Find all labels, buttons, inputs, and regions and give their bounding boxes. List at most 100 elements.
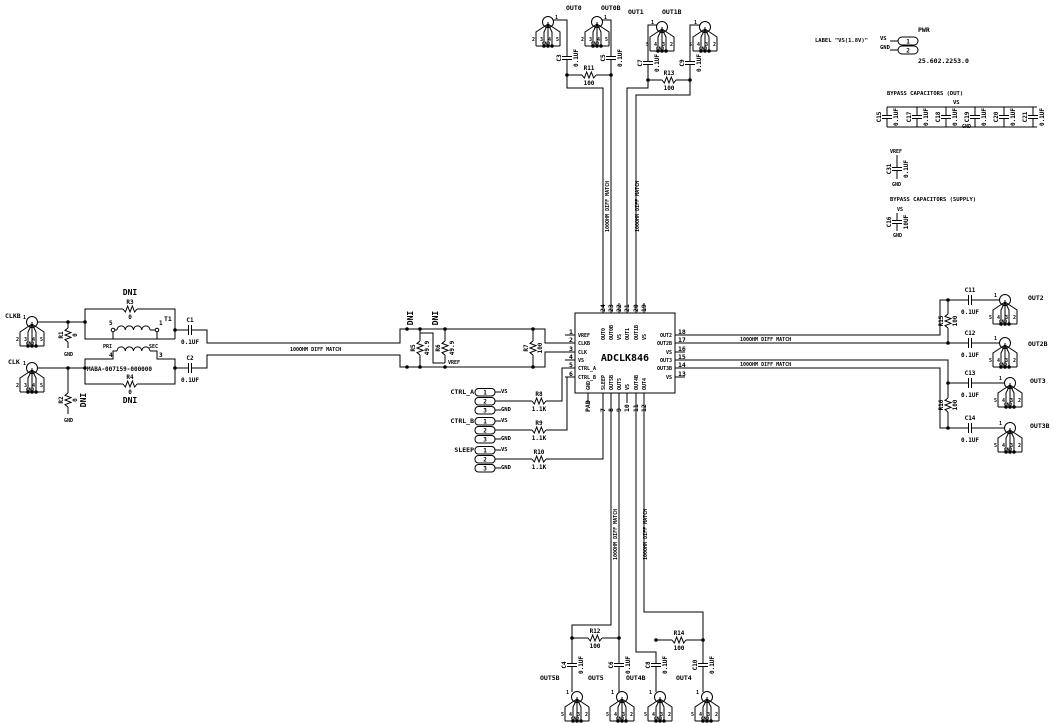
connector-leg bbox=[1004, 301, 1018, 324]
net-label-vs: VS bbox=[501, 418, 508, 424]
junction-dot bbox=[405, 327, 409, 331]
cap-value: 0.1UF bbox=[696, 54, 703, 72]
connector-leg bbox=[547, 23, 553, 46]
connector-gnd-label: GND bbox=[542, 41, 550, 47]
resistor-ref: R7 bbox=[523, 344, 530, 352]
junction-dot bbox=[542, 44, 546, 48]
ic-pin-label: VS bbox=[666, 350, 672, 356]
connector-pin-number: 4 bbox=[699, 712, 702, 718]
capacitor-c1: C10.1UF bbox=[181, 317, 199, 346]
connector-pin-number: 4 bbox=[654, 42, 657, 48]
resistor-value: 100 bbox=[537, 342, 544, 353]
connector-pin-number: 1 bbox=[649, 690, 652, 696]
connector-leg bbox=[572, 698, 578, 721]
connector-pin-number: 4 bbox=[548, 37, 551, 43]
jumper-pin-number: 2 bbox=[483, 399, 487, 406]
ic-pin-label: OUT2B bbox=[657, 341, 672, 347]
junction-dot bbox=[1003, 365, 1007, 369]
connector-label: OUT2 bbox=[1028, 294, 1044, 302]
cap-ref: C2 bbox=[186, 355, 194, 362]
connector-pin-number: 1 bbox=[611, 690, 614, 696]
ic-pin-number: 3 bbox=[569, 345, 573, 353]
transformer-primary-coil bbox=[116, 325, 151, 331]
junction-dot bbox=[1012, 405, 1016, 409]
ic-pin-number: 19 bbox=[640, 304, 648, 312]
connector-leg bbox=[576, 698, 590, 721]
connector-pin-number: 1 bbox=[694, 20, 697, 26]
connector-pin-number: 2 bbox=[532, 37, 535, 43]
wire bbox=[546, 403, 604, 460]
resistor-ref: R13 bbox=[664, 70, 675, 77]
resistor-zigzag bbox=[122, 379, 138, 389]
ic-pin-label: OUT1 bbox=[625, 328, 631, 340]
jumper-pin-number: 1 bbox=[483, 390, 487, 397]
ic-pin-label: CLKB bbox=[578, 341, 590, 347]
connector-label: OUT1 bbox=[628, 8, 644, 16]
jumper-label: CTRL_A bbox=[451, 388, 475, 396]
ic-pin-label: VS bbox=[578, 358, 584, 364]
transformer-ref: T1 bbox=[164, 315, 172, 323]
connector-leg bbox=[1009, 429, 1015, 452]
ic-pin-label: OUT5 bbox=[617, 378, 623, 390]
connector-pin-number: 2 bbox=[16, 337, 19, 343]
power-net-label: VS bbox=[880, 36, 887, 42]
connector-pin-number: 1 bbox=[696, 690, 699, 696]
resistor-ref: R14 bbox=[674, 630, 685, 637]
ic-pin-label: SLEEP bbox=[601, 375, 607, 390]
cap-value: 0.1UF bbox=[709, 656, 716, 674]
dni-note: DNI bbox=[123, 288, 138, 297]
ic-pin-label: OUT1B bbox=[634, 325, 640, 340]
junction-dot bbox=[658, 719, 662, 723]
connector-leg bbox=[1009, 384, 1015, 407]
wire bbox=[685, 367, 964, 429]
connector-gnd-label: GND bbox=[591, 41, 599, 47]
connector-pin-number: 5 bbox=[605, 37, 608, 43]
diff-match-label: 100OHM DIFF MATCH bbox=[290, 347, 341, 353]
connector-leg bbox=[27, 369, 33, 392]
junction-dot bbox=[709, 719, 713, 723]
connector-pin-number: 1 bbox=[999, 376, 1002, 382]
ic-pin-number: 13 bbox=[678, 370, 686, 378]
connector-gnd-label: GND bbox=[26, 341, 34, 347]
cap-value: 0.1UF bbox=[961, 437, 979, 444]
cap-value: 0.1UF bbox=[573, 49, 580, 67]
connector-gnd-label: GND bbox=[616, 716, 624, 722]
connector-pin-number: 1 bbox=[566, 690, 569, 696]
connector-pin-number: 4 bbox=[997, 315, 1000, 321]
junction-dot bbox=[591, 44, 595, 48]
resistor-zigzag bbox=[415, 340, 425, 356]
wire bbox=[84, 350, 117, 368]
jumper-pin-number: 3 bbox=[483, 408, 487, 415]
cap-ref: C8 bbox=[645, 661, 652, 669]
cap-value: 0.1UF bbox=[617, 49, 624, 67]
connector-leg bbox=[609, 698, 623, 721]
wire bbox=[419, 329, 445, 364]
connector-leg bbox=[576, 698, 582, 721]
connector-pin-number: 3 bbox=[1010, 398, 1013, 404]
cap-ref: C7 bbox=[637, 59, 644, 67]
connector-pin-number: 1 bbox=[555, 15, 558, 21]
jumper-pin-number: 1 bbox=[483, 419, 487, 426]
wire bbox=[647, 24, 657, 57]
cap-ref: C19 bbox=[964, 111, 971, 122]
connector-pin-number: 2 bbox=[581, 37, 584, 43]
wire bbox=[137, 308, 176, 339]
connector-gnd-label: GND bbox=[571, 716, 579, 722]
resistor-zigzag bbox=[531, 454, 547, 464]
connector-label: OUT0B bbox=[601, 4, 621, 12]
